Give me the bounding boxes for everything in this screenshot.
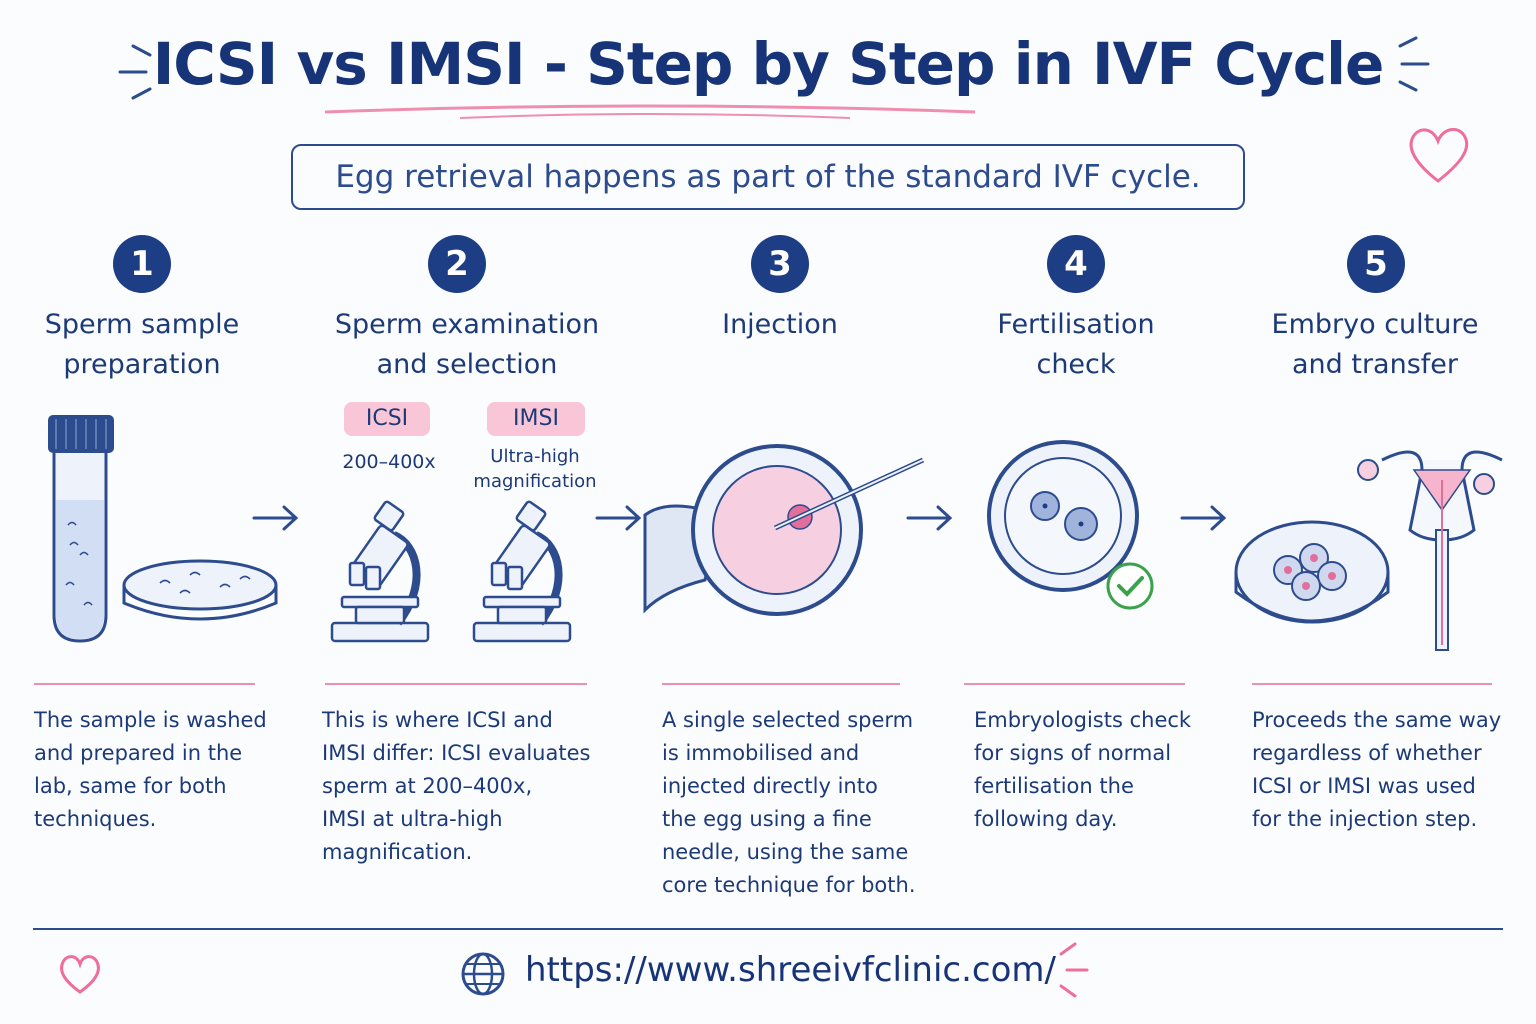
sparkle-decoration [1059, 942, 1089, 998]
step-4-title-line2: check [1036, 349, 1116, 380]
arrow-right-icon [1180, 505, 1227, 531]
imsi-magnification: Ultra-high magnification [470, 444, 600, 494]
icsi-tag: ICSI [344, 402, 430, 436]
imsi-mag-line1: Ultra-high [490, 446, 580, 467]
step-1-description: The sample is washed and prepared in the… [34, 708, 267, 831]
page-title: ICSI vs IMSI - Step by Step in IVF Cycle [152, 30, 1385, 98]
step-1-number: 1 [113, 235, 171, 293]
heart-icon [60, 955, 100, 994]
footer-divider [33, 928, 1503, 930]
arrow-right-icon [595, 505, 642, 531]
test-tube-petri-dish-icon [48, 415, 278, 643]
step-2-divider [325, 683, 587, 685]
embryo-transfer-icon [1234, 450, 1503, 651]
step-2-title: Sperm examination and selection [317, 305, 617, 385]
step-2-title-line2: and selection [376, 349, 558, 380]
step-4-title: Fertilisation check [926, 305, 1226, 385]
step-3-number: 3 [751, 235, 809, 293]
step-5-title: Embryo culture and transfer [1225, 305, 1525, 385]
step-4-number: 4 [1047, 235, 1105, 293]
title-decoration [118, 36, 1430, 119]
step-2-number: 2 [428, 235, 486, 293]
step-1-title-line1: Sperm sample [44, 309, 240, 340]
step-5-description: Proceeds the same way regardless of whet… [1252, 708, 1502, 831]
fertilised-egg-icon [987, 440, 1154, 610]
globe-icon [461, 952, 505, 996]
step-4-divider [964, 683, 1185, 685]
step-5-title-line1: Embryo culture [1271, 309, 1479, 340]
step-3-divider [662, 683, 900, 685]
arrow-right-icon [252, 505, 299, 531]
egg-injection-icon [643, 444, 925, 616]
step-4-title-line1: Fertilisation [997, 309, 1155, 340]
microscopes-icon [330, 500, 572, 643]
step-2-title-line1: Sperm examination [334, 309, 600, 340]
step-5-divider [1252, 683, 1492, 685]
step-4-description: Embryologists check for signs of normal … [974, 708, 1192, 831]
heart-icon [1409, 128, 1469, 183]
step-1-title: Sperm sample preparation [0, 305, 292, 385]
icsi-magnification: 200–400x [342, 451, 436, 473]
subtitle-banner: Egg retrieval happens as part of the sta… [291, 144, 1245, 210]
step-1-title-line2: preparation [63, 349, 221, 380]
step-3-title-line1: Injection [722, 309, 838, 340]
step-2-description: This is where ICSI and IMSI differ: ICSI… [322, 708, 591, 864]
step-5-title-line2: and transfer [1291, 349, 1458, 380]
arrow-right-icon [906, 505, 953, 531]
website-link[interactable]: https://www.shreeivfclinic.com/ [525, 950, 1057, 990]
step-5-number: 5 [1347, 235, 1405, 293]
imsi-mag-line2: magnification [473, 471, 597, 492]
step-3-description: A single selected sperm is immobilised a… [662, 708, 916, 897]
step-3-title: Injection [630, 305, 930, 345]
step-1-divider [34, 683, 255, 685]
imsi-tag: IMSI [487, 402, 585, 436]
